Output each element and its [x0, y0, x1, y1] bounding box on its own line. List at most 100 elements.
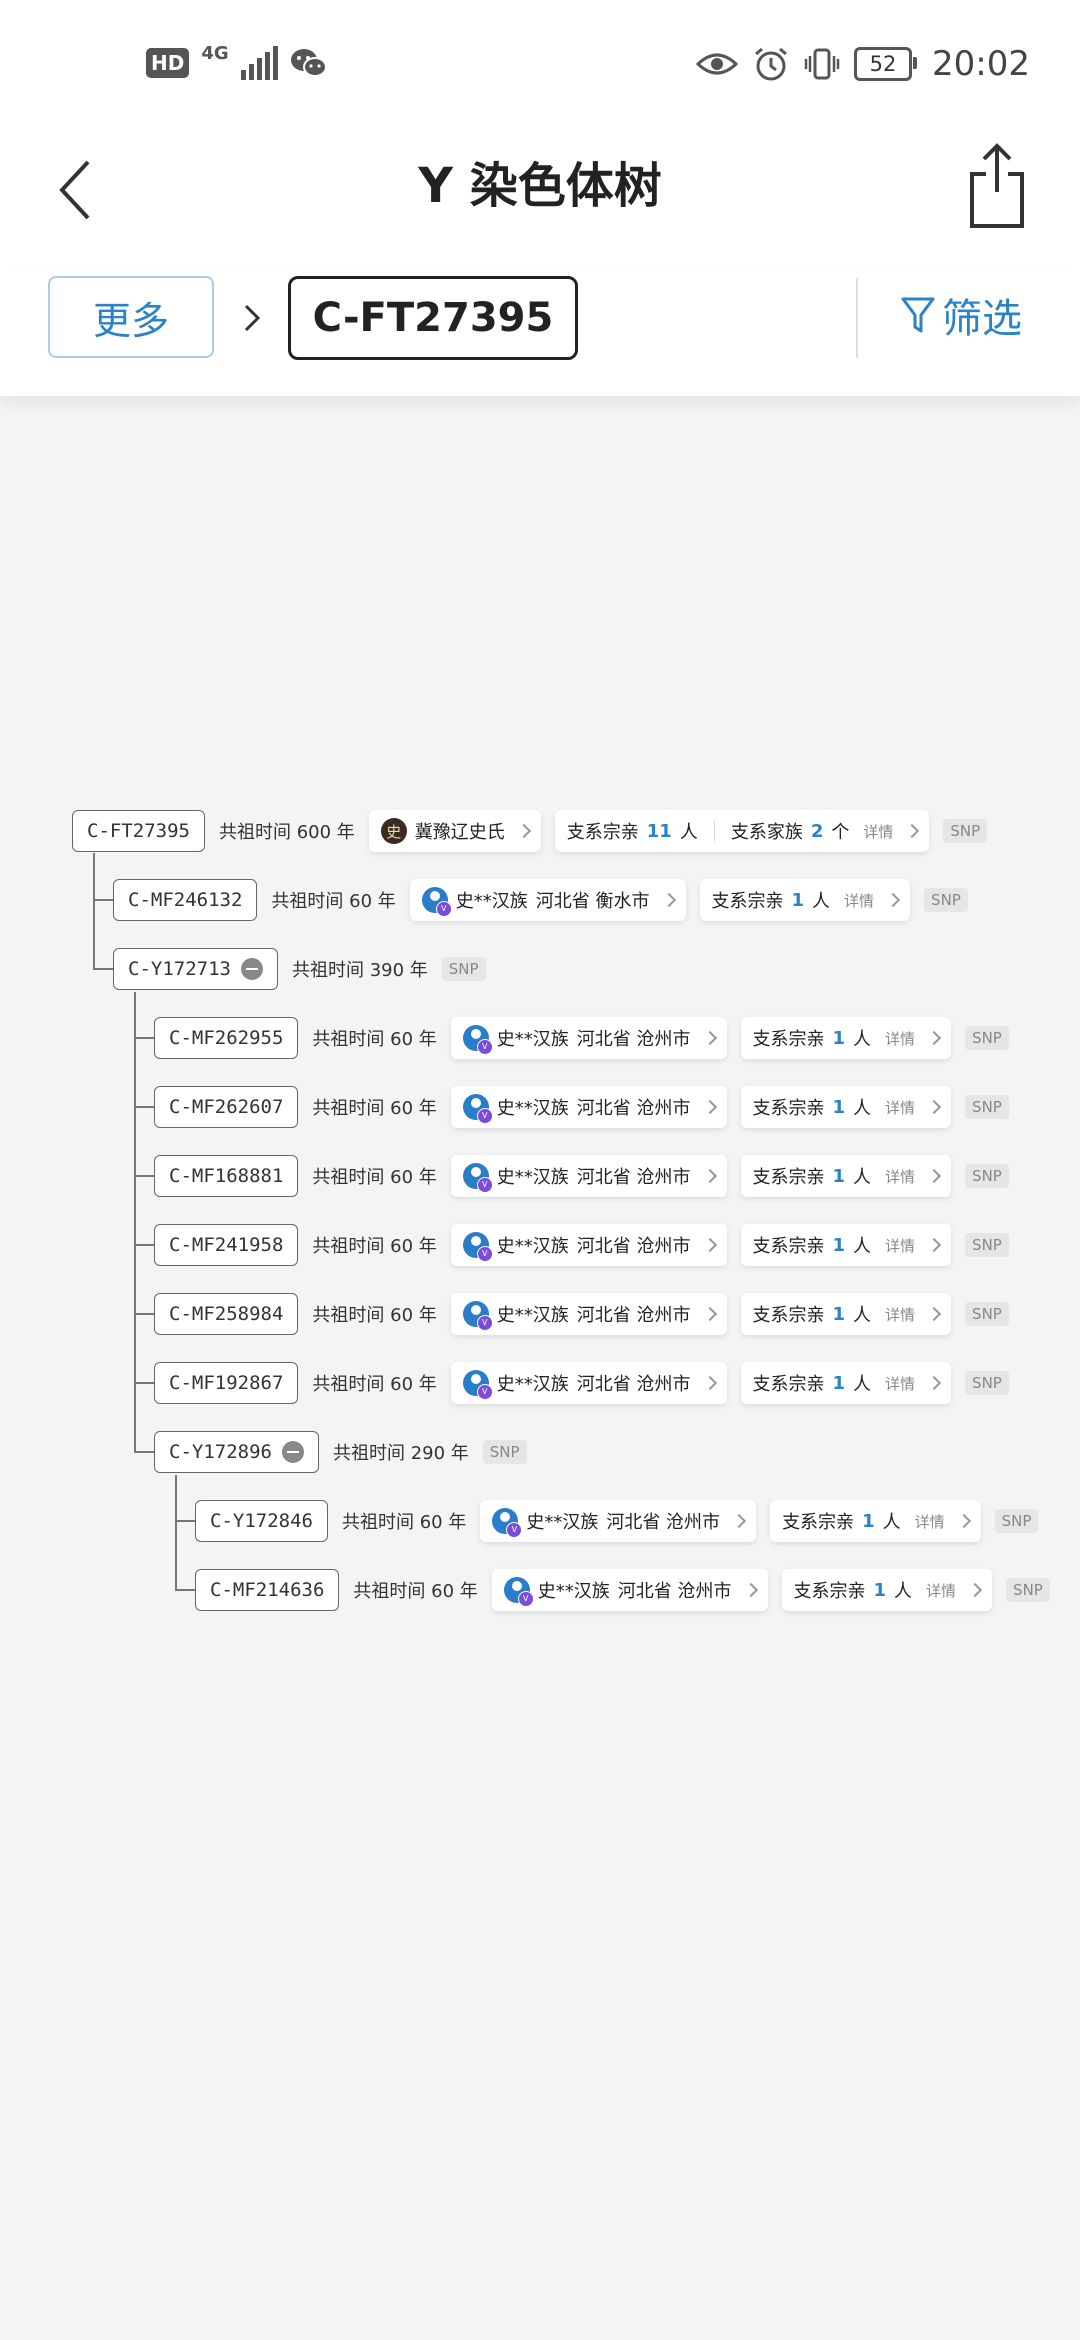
member-name: 史**汉族: [496, 1098, 569, 1119]
haplogroup-node[interactable]: C-Y172846: [195, 1500, 328, 1542]
chevron-right-icon: [702, 1237, 717, 1253]
snp-tag[interactable]: SNP: [441, 957, 486, 981]
tree-connector: [134, 1244, 154, 1246]
snp-tag[interactable]: SNP: [994, 1509, 1039, 1533]
coalescence-time: 共祖时间 60 年: [312, 1236, 437, 1257]
chevron-right-icon: [926, 1168, 942, 1184]
chevron-right-icon: [926, 1099, 942, 1115]
chevron-right-icon: [702, 1306, 717, 1322]
verified-badge-icon: V: [476, 1315, 493, 1331]
tree-connector: [134, 1451, 154, 1453]
collapse-icon[interactable]: [281, 1441, 304, 1463]
tree-connector: [93, 968, 113, 970]
user-avatar-icon: V: [492, 1508, 523, 1538]
clan-card[interactable]: 史 冀豫辽史氏: [368, 810, 541, 852]
snp-tag[interactable]: SNP: [965, 1233, 1009, 1257]
share-icon[interactable]: [962, 140, 1032, 230]
haplogroup-node[interactable]: C-MF246132: [113, 879, 258, 921]
tree-connector: [175, 1520, 195, 1522]
member-place: 河北省 沧州市: [576, 1236, 691, 1257]
haplogroup-node[interactable]: C-MF262607: [154, 1086, 299, 1128]
more-button[interactable]: 更多: [48, 276, 214, 358]
tree-connector: [134, 1313, 154, 1315]
haplogroup-node[interactable]: C-Y172713: [113, 948, 278, 990]
haplogroup-node[interactable]: C-MF214636: [195, 1569, 340, 1611]
user-avatar-icon: V: [462, 1025, 493, 1055]
snp-tag[interactable]: SNP: [965, 1371, 1009, 1395]
member-name: 史**汉族: [496, 1029, 569, 1050]
member-place: 河北省 沧州市: [606, 1512, 721, 1533]
snp-tag[interactable]: SNP: [943, 819, 988, 843]
detail-link: 详情: [914, 1512, 945, 1531]
member-place: 河北省 沧州市: [576, 1374, 691, 1395]
detail-link: 详情: [926, 1581, 957, 1600]
snp-tag[interactable]: SNP: [965, 1026, 1009, 1050]
haplogroup-id: C-MF192867: [169, 1372, 284, 1394]
chevron-left-icon[interactable]: [48, 142, 108, 232]
filter-icon: [901, 297, 935, 333]
user-avatar-icon: V: [462, 1163, 493, 1193]
snp-tag[interactable]: SNP: [965, 1095, 1009, 1119]
kin-count: 1: [832, 1096, 846, 1118]
divider: [856, 278, 858, 358]
haplogroup-node[interactable]: C-MF262955: [154, 1017, 299, 1059]
chevron-right-icon: [956, 1513, 971, 1529]
user-avatar-icon: V: [462, 1370, 493, 1400]
branch-stats-card[interactable]: 支系宗亲 11 人 支系家族 2 个 详情: [554, 810, 930, 852]
haplogroup-node[interactable]: C-Y172896: [154, 1431, 319, 1473]
surname-badge-icon: 史: [380, 818, 407, 844]
tree-connector: [175, 1475, 177, 1590]
verified-badge-icon: V: [476, 1177, 493, 1193]
haplogroup-node[interactable]: C-MF258984: [154, 1293, 299, 1335]
breadcrumb-current[interactable]: C-FT27395: [288, 276, 578, 360]
haplogroup-node[interactable]: C-MF168881: [154, 1155, 299, 1197]
member-name: 史**汉族: [496, 1305, 569, 1326]
collapse-icon[interactable]: [240, 958, 263, 980]
coalescence-time: 共祖时间 60 年: [312, 1098, 437, 1119]
snp-tag[interactable]: SNP: [924, 888, 968, 912]
haplogroup-id: C-FT27395: [87, 820, 190, 842]
kin-count: 1: [873, 1579, 887, 1601]
verified-badge-icon: V: [476, 1039, 493, 1055]
haplogroup-id: C-Y172896: [169, 1441, 272, 1463]
kin-count: 1: [832, 1303, 846, 1325]
snp-tag[interactable]: SNP: [482, 1440, 527, 1464]
haplogroup-node[interactable]: C-MF192867: [154, 1362, 299, 1404]
haplogroup-node[interactable]: C-FT27395: [72, 810, 205, 852]
coalescence-time: 共祖时间 60 年: [353, 1581, 478, 1602]
haplogroup-node[interactable]: C-MF241958: [154, 1224, 299, 1266]
coalescence-time: 共祖时间 60 年: [271, 891, 396, 912]
member-place: 河北省 沧州市: [576, 1305, 691, 1326]
filter-button[interactable]: 筛选: [900, 286, 1022, 344]
snp-tag[interactable]: SNP: [965, 1164, 1009, 1188]
snp-tag[interactable]: SNP: [1006, 1578, 1050, 1602]
snp-tag[interactable]: SNP: [965, 1302, 1009, 1326]
verified-badge-icon: V: [476, 1246, 493, 1262]
clan-name: 冀豫辽史氏: [414, 822, 505, 843]
verified-badge-icon: V: [476, 1108, 493, 1124]
